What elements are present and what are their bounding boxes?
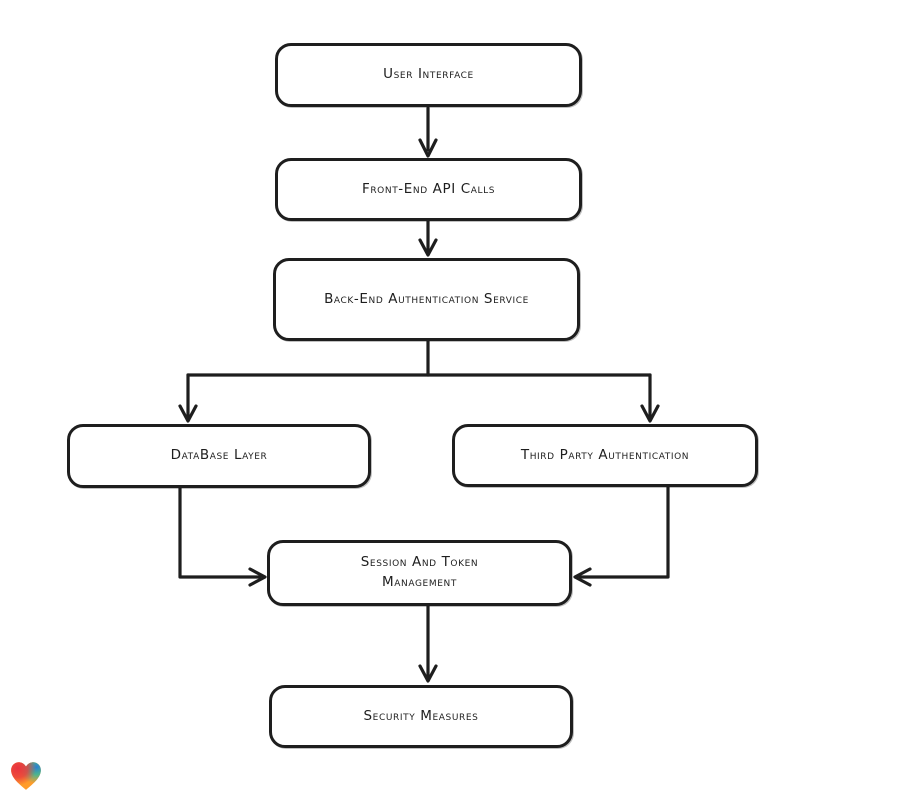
edge-ui-to-frontend: [418, 106, 438, 158]
node-user-interface-label: User Interface: [383, 66, 474, 83]
edge-session-to-security: [418, 604, 438, 683]
node-front-end-api-calls-label: Front-End API Calls: [361, 180, 496, 197]
node-back-end-auth-service-label: Back-End Authentication Service: [324, 290, 529, 307]
node-database-layer: DataBase Layer: [67, 424, 371, 488]
edge-database-to-session: [178, 486, 267, 587]
node-security-measures: Security Measures: [269, 685, 573, 748]
node-session-token-management: Session And Token Management: [267, 540, 572, 606]
node-third-party-authentication-label: Third Party Authentication: [520, 446, 690, 463]
logo-badge[interactable]: [9, 759, 43, 793]
node-third-party-authentication: Third Party Authentication: [452, 424, 758, 487]
node-session-token-management-label: Session And Token Management: [360, 554, 479, 590]
edge-frontend-to-backend: [418, 219, 438, 257]
node-database-layer-label: DataBase Layer: [170, 447, 268, 464]
node-front-end-api-calls: Front-End API Calls: [275, 158, 582, 221]
edge-backend-branch: [178, 339, 660, 423]
node-user-interface: User Interface: [275, 43, 582, 107]
node-back-end-auth-service: Back-End Authentication Service: [273, 258, 580, 341]
heart-icon: [11, 762, 41, 790]
node-security-measures-label: Security Measures: [363, 707, 479, 724]
edge-thirdparty-to-session: [573, 485, 670, 587]
